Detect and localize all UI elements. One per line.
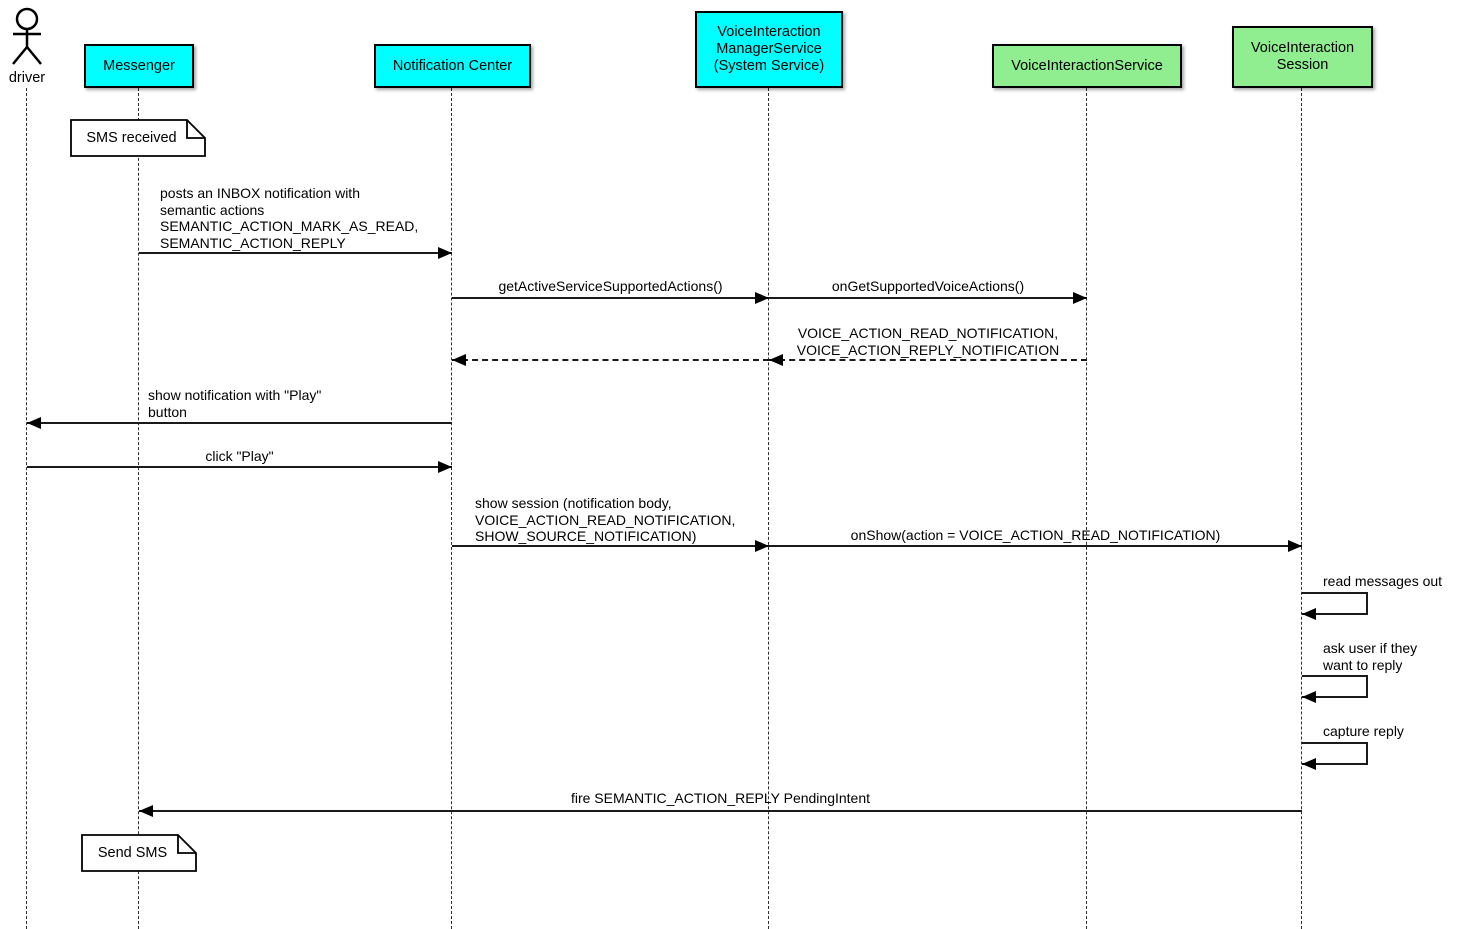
message-show-notification-line	[27, 422, 452, 424]
message-on-show-arrowhead	[1288, 540, 1302, 552]
self-message-capture-reply-arrowhead	[1302, 758, 1316, 770]
participant-voiceinteractionservice: VoiceInteractionService	[992, 44, 1182, 88]
note-sms-received-text: SMS received	[86, 130, 177, 146]
message-click-play-line	[27, 466, 452, 468]
message-fire-pendingintent-line	[139, 810, 1302, 812]
return-voice-actions-line	[769, 359, 1087, 361]
self-message-capture-reply-label: capture reply	[1323, 723, 1404, 739]
participant-notification-center: Notification Center	[374, 44, 531, 88]
actor-driver: driver	[0, 6, 54, 94]
message-on-show-label: onShow(action = VOICE_ACTION_READ_NOTIFI…	[850, 527, 1221, 543]
actor-driver-label: driver	[8, 70, 46, 86]
self-message-ask-user-arrowhead	[1302, 691, 1316, 703]
message-click-play-label: click "Play"	[205, 448, 274, 464]
message-on-get-supported-line	[769, 297, 1087, 299]
self-message-read-messages-arrowhead	[1302, 608, 1316, 620]
message-get-active-service-label: getActiveServiceSupportedActions()	[498, 278, 723, 294]
participant-messenger: Messenger	[84, 44, 194, 88]
lifeline-voiceinteraction-session	[1301, 88, 1302, 929]
message-posts-inbox-arrowhead	[438, 247, 452, 259]
self-message-capture-reply-loop	[1302, 742, 1368, 765]
note-shape-icon	[81, 834, 197, 872]
message-posts-inbox-line	[139, 252, 452, 254]
message-show-notification-arrowhead	[27, 417, 41, 429]
message-click-play-arrowhead	[438, 461, 452, 473]
message-show-session-arrowhead	[755, 540, 769, 552]
note-shape-icon	[70, 119, 206, 157]
message-posts-inbox-label: posts an INBOX notification with semanti…	[160, 185, 419, 251]
message-show-session-label: show session (notification body, VOICE_A…	[475, 495, 736, 544]
participant-voiceinteraction-managerservice: VoiceInteraction ManagerService (System …	[695, 11, 843, 88]
message-fire-pendingintent-arrowhead	[139, 805, 153, 817]
note-send-sms-text: Send SMS	[97, 845, 168, 861]
message-on-show-line	[769, 545, 1302, 547]
lifeline-voiceinteractionservice	[1086, 88, 1087, 929]
message-fire-pendingintent-label: fire SEMANTIC_ACTION_REPLY PendingIntent	[570, 790, 871, 806]
person-icon	[12, 7, 42, 65]
message-show-session-line	[452, 545, 769, 547]
return-voice-actions-label: VOICE_ACTION_READ_NOTIFICATION, VOICE_AC…	[796, 325, 1060, 358]
note-sms-received: SMS received	[70, 119, 207, 157]
self-message-read-messages-loop	[1302, 592, 1368, 615]
message-get-active-service-arrowhead	[755, 292, 769, 304]
message-on-get-supported-label: onGetSupportedVoiceActions()	[831, 278, 1025, 294]
lifeline-voiceinteraction-managerservice	[768, 88, 769, 929]
lifeline-messenger	[138, 88, 139, 929]
return-to-notification-center-arrowhead	[452, 354, 466, 366]
return-voice-actions-arrowhead	[769, 354, 783, 366]
lifeline-driver	[26, 88, 27, 929]
self-message-ask-user-label: ask user if they want to reply	[1323, 640, 1418, 673]
participant-voiceinteraction-session: VoiceInteraction Session	[1232, 26, 1373, 88]
message-show-notification-label: show notification with "Play" button	[148, 387, 322, 420]
self-message-ask-user-loop	[1302, 675, 1368, 698]
note-send-sms: Send SMS	[81, 834, 198, 872]
message-on-get-supported-arrowhead	[1073, 292, 1087, 304]
message-get-active-service-line	[452, 297, 769, 299]
return-to-notification-center-line	[452, 359, 769, 361]
lifeline-notification-center	[451, 88, 452, 929]
self-message-read-messages-label: read messages out	[1323, 573, 1443, 589]
